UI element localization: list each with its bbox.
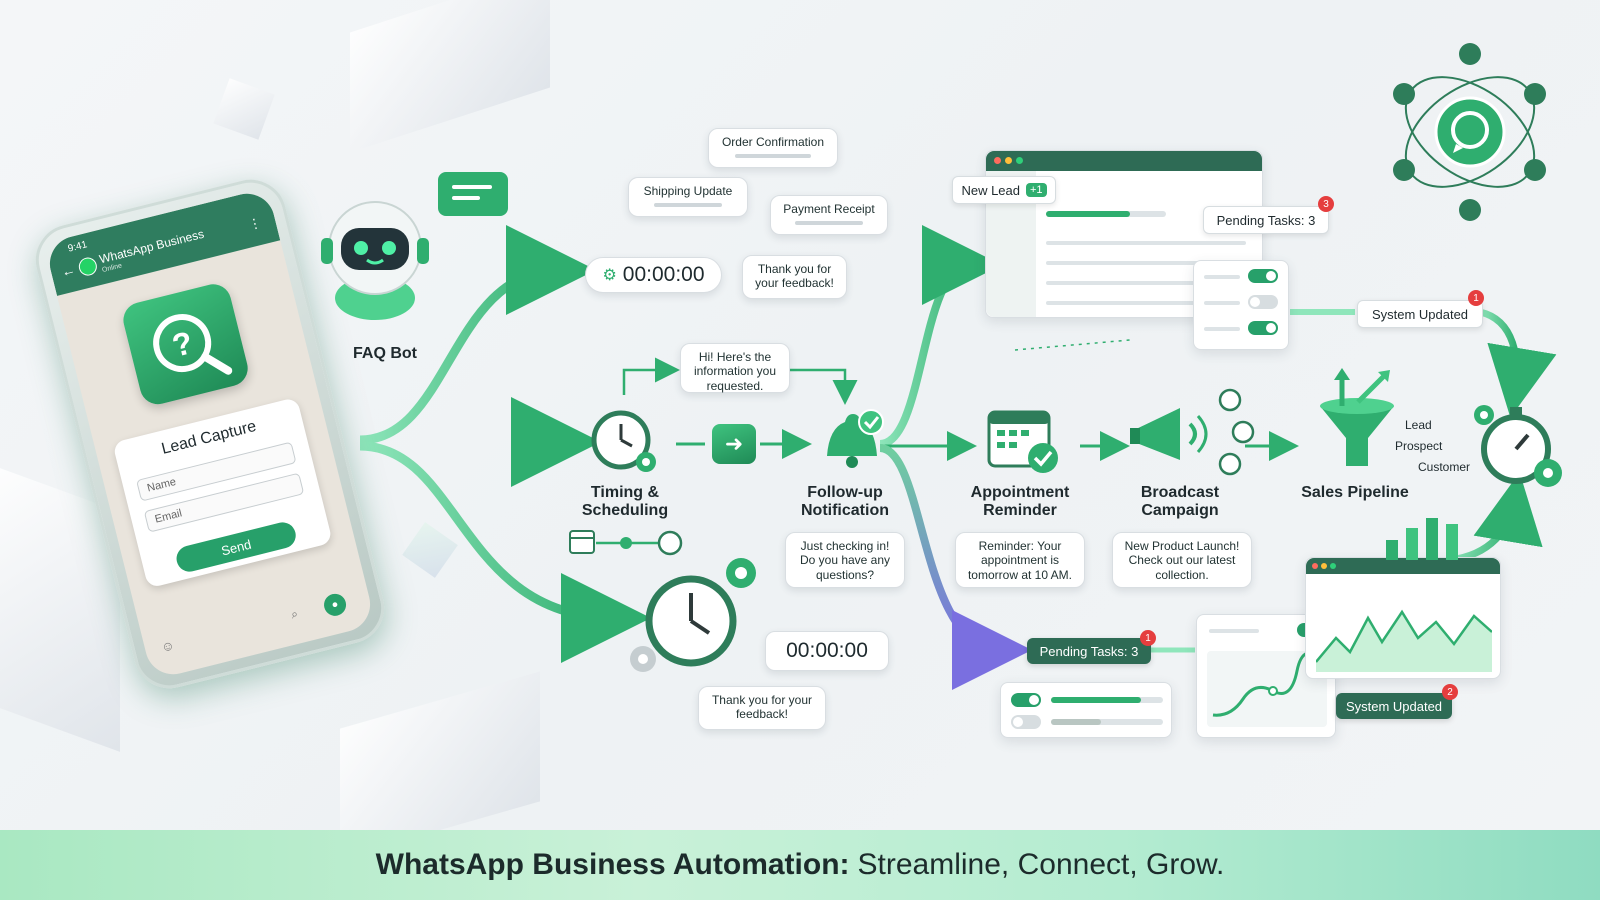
svg-text:?: ?: [169, 324, 197, 364]
pending-tasks-top[interactable]: Pending Tasks: 3: [1203, 206, 1329, 234]
lead-capture-form: Lead Capture Name Email Send: [112, 396, 333, 589]
followup-bubble: Just checking in! Do you have any questi…: [785, 532, 905, 588]
table-row: [1046, 261, 1246, 265]
setting-line: [1204, 301, 1240, 305]
flow-arrows: [359, 225, 1557, 690]
table-row: [1046, 301, 1246, 305]
chart-title-line: [1209, 629, 1259, 633]
emoji-icon[interactable]: ☺: [159, 637, 176, 655]
toggle-switch-2[interactable]: [1248, 295, 1278, 309]
top-feedback-bubble: Thank you for your feedback!: [742, 255, 847, 299]
funnel-stage-lead: Lead: [1405, 418, 1432, 432]
progress-bar-2: [1051, 719, 1163, 725]
clock-gear-icon: [588, 404, 662, 478]
top-timer: ⚙ 00:00:00: [585, 257, 722, 293]
system-updated-bottom-badge: 2: [1442, 684, 1458, 700]
window-titlebar: [986, 151, 1262, 171]
analytics-window: [1305, 557, 1501, 679]
whatsapp-logo-icon: [76, 255, 99, 278]
timing-scheduling-label: Timing & Scheduling: [581, 484, 669, 519]
bottom-clock-icon: [625, 555, 765, 675]
footer-banner: WhatsApp Business Automation: Streamline…: [0, 830, 1600, 900]
faq-bot-chat-icon: [438, 172, 508, 216]
info-reply-bubble: Hi! Here's the information you requested…: [680, 343, 790, 393]
system-updated-top-badge: 1: [1468, 290, 1484, 306]
setting-line: [1204, 327, 1240, 331]
menu-dots-icon[interactable]: ⋮: [246, 214, 264, 233]
schedule-mini-icons: [568, 528, 688, 558]
phone-mockup: 9:41 ← WhatsApp Business Online ⋮ ? Lead…: [28, 172, 392, 696]
payment-receipt-bubble: Payment Receipt: [770, 195, 888, 235]
system-updated-top[interactable]: System Updated: [1357, 300, 1483, 328]
growth-bars-icon: [1380, 510, 1470, 560]
gear-icon: ⚙: [602, 267, 617, 284]
mic-icon[interactable]: ●: [321, 591, 349, 619]
send-button[interactable]: Send: [173, 519, 299, 575]
phone-screen: 9:41 ← WhatsApp Business Online ⋮ ? Lead…: [43, 187, 377, 681]
faq-search-icon: ?: [119, 280, 252, 409]
table-row: [1046, 281, 1246, 285]
arrow-step-icon: ➜: [712, 424, 756, 464]
back-arrow-icon[interactable]: ←: [59, 260, 77, 280]
followup-notification-label: Follow-up Notification: [801, 484, 889, 519]
progress-bar: [1046, 211, 1166, 217]
funnel-stage-prospect: Prospect: [1395, 439, 1443, 453]
order-confirmation-text: Order Confirmation: [721, 135, 825, 149]
broadcast-campaign-label: Broadcast Campaign: [1140, 484, 1220, 519]
funnel-stage-customer: Customer: [1418, 460, 1471, 474]
status-time: 9:41: [66, 239, 89, 255]
progress-toggle-2[interactable]: [1011, 715, 1041, 729]
order-confirmation-bubble: Order Confirmation: [708, 128, 838, 168]
toggle-settings-panel: [1193, 260, 1289, 350]
footer-title: WhatsApp Business Automation:: [375, 848, 850, 881]
toggle-switch-3[interactable]: [1248, 321, 1278, 335]
progress-bar-1: [1051, 697, 1163, 703]
new-lead-text: New Lead: [961, 182, 1020, 198]
bell-check-icon: [815, 406, 885, 472]
shipping-update-text: Shipping Update: [643, 184, 733, 198]
appointment-reminder-label: Appointment Reminder: [970, 484, 1070, 519]
analytics-titlebar: [1306, 558, 1500, 574]
progress-panel: [1000, 682, 1172, 738]
sales-pipeline-label: Sales Pipeline: [1301, 484, 1409, 501]
top-timer-value: 00:00:00: [622, 263, 705, 286]
toggle-switch-1[interactable]: [1248, 269, 1278, 283]
pending-tasks-bottom[interactable]: Pending Tasks: 3: [1027, 638, 1151, 664]
sales-funnel-icon: [1312, 366, 1402, 476]
appointment-bubble: Reminder: Your appointment is tomorrow a…: [955, 532, 1085, 588]
bottom-feedback-bubble: Thank you for your feedback!: [698, 686, 826, 730]
system-updated-bottom[interactable]: System Updated: [1336, 693, 1452, 719]
progress-toggle-1[interactable]: [1011, 693, 1041, 707]
pending-tasks-bottom-badge: 1: [1140, 630, 1156, 646]
faq-bot-label: FAQ Bot: [353, 345, 417, 362]
new-lead-tag[interactable]: New Lead +1: [952, 176, 1056, 204]
new-lead-badge: +1: [1026, 183, 1047, 197]
payment-receipt-text: Payment Receipt: [783, 202, 875, 216]
pending-tasks-top-badge: 3: [1318, 196, 1334, 212]
bottom-timer: 00:00:00: [765, 631, 889, 671]
footer-tagline: Streamline, Connect, Grow.: [857, 848, 1225, 881]
chat-title: WhatsApp Business: [97, 226, 206, 267]
attach-icon[interactable]: ⌕: [289, 606, 300, 622]
megaphone-icon: [1128, 386, 1258, 476]
calendar-check-icon: [985, 406, 1065, 476]
faq-bot-robot-icon: [315, 190, 435, 320]
trend-line-graph: [1207, 651, 1327, 727]
whatsapp-hub-icon: [1390, 40, 1550, 225]
table-row: [1046, 241, 1246, 245]
shipping-update-bubble: Shipping Update: [628, 177, 748, 217]
setting-line: [1204, 275, 1240, 279]
stopwatch-gear-icon: [1470, 395, 1570, 495]
area-chart-graph: [1316, 609, 1492, 672]
broadcast-bubble: New Product Launch! Check out our latest…: [1112, 532, 1252, 588]
